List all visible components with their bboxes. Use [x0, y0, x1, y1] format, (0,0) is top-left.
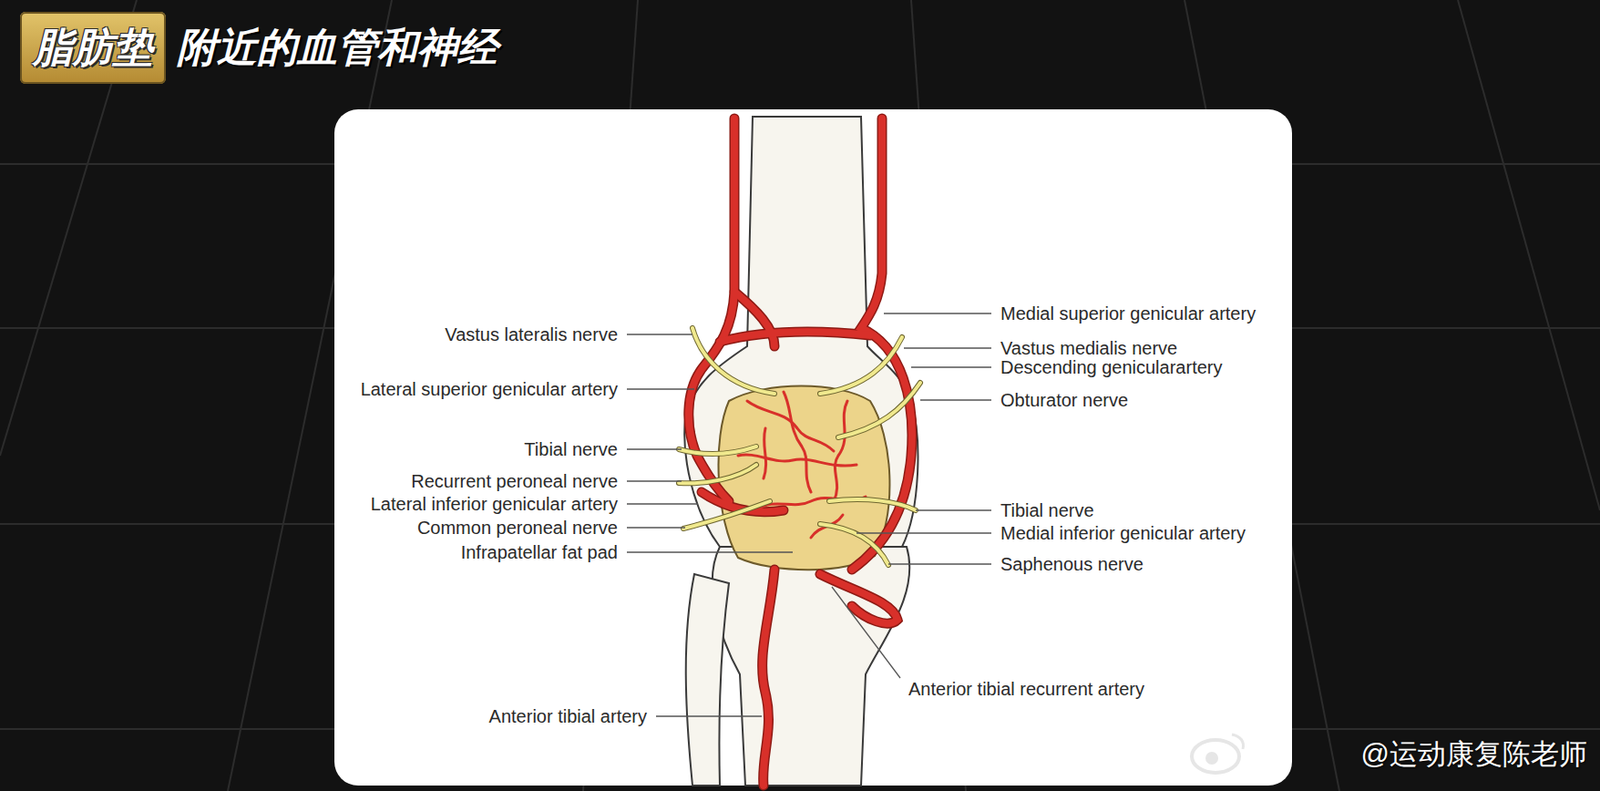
part-label: Lateral inferior genicular artery: [370, 493, 618, 515]
part-label: Anterior tibial recurrent artery: [908, 678, 1145, 700]
part-label: Medial superior genicular artery: [1000, 303, 1256, 325]
part-label: Vastus lateralis nerve: [444, 324, 618, 346]
fibula: [686, 574, 729, 786]
weibo-icon: [1191, 734, 1244, 773]
part-label: Medial inferior genicular artery: [1000, 523, 1246, 544]
part-label: Tibial nerve: [1000, 500, 1095, 522]
title-text: 附近的血管和神经: [176, 20, 498, 75]
part-label: Obturator nerve: [1000, 389, 1129, 411]
part-label: Anterior tibial artery: [489, 706, 647, 728]
part-label: Tibial nerve: [523, 439, 618, 461]
part-label: Infrapatellar fat pad: [461, 542, 618, 564]
nerve-outline: [678, 328, 921, 565]
watermark: @运动康复陈老师: [1361, 735, 1588, 774]
title-badge: 脂肪垫: [20, 11, 166, 84]
part-label: Lateral superior genicular artery: [360, 379, 618, 400]
tibia: [712, 546, 911, 786]
leader-lines: [626, 313, 992, 717]
nerves: [678, 328, 921, 565]
part-label: Vastus medialis nerve: [1000, 338, 1178, 359]
fat-pad: [718, 386, 891, 571]
part-label: Saphenous nerve: [1000, 553, 1144, 575]
part-label: Common peroneal nerve: [417, 517, 618, 539]
part-label: Descending genicularartery: [1000, 357, 1222, 379]
badge-text: 脂肪垫: [32, 24, 154, 70]
part-label: Recurrent peroneal nerve: [410, 471, 618, 493]
white-panel: [334, 109, 1293, 786]
